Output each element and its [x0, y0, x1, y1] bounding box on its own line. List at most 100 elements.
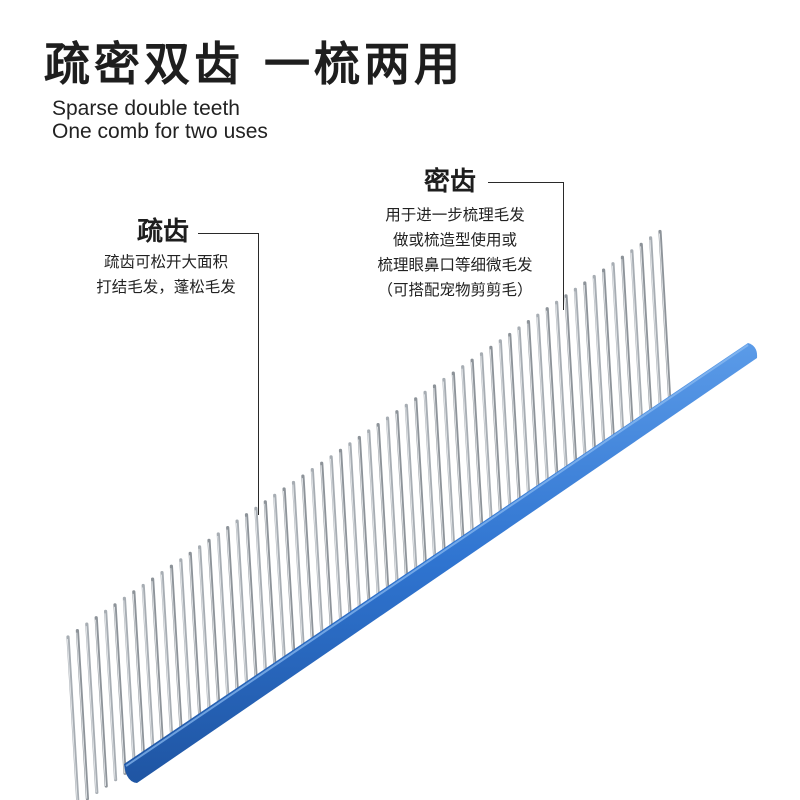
comb-tooth-highlight	[489, 349, 501, 520]
comb-spine-highlight	[125, 344, 749, 767]
comb-tooth-highlight	[292, 484, 304, 653]
comb-tooth	[254, 506, 268, 680]
comb-tooth-highlight	[564, 297, 576, 469]
comb-tooth-highlight	[424, 394, 435, 565]
comb-tooth-highlight	[179, 561, 191, 729]
comb-tooth-highlight	[442, 381, 454, 552]
comb-tooth-highlight	[574, 291, 586, 463]
comb-tooth-highlight	[132, 593, 144, 761]
comb-tooth-highlight	[66, 638, 78, 800]
comb-tooth-highlight	[555, 304, 567, 476]
comb-tooth	[122, 596, 136, 769]
comb-tooth	[179, 558, 193, 731]
comb-tooth-highlight	[508, 336, 520, 507]
comb-tooth	[273, 493, 287, 668]
comb-tooth-highlight	[527, 323, 539, 495]
comb-tooth	[395, 410, 409, 585]
comb-tooth-highlight	[245, 516, 257, 685]
comb-tooth	[545, 307, 559, 484]
comb-tooth	[376, 423, 390, 598]
comb-tooth-highlight	[339, 452, 351, 622]
comb-tooth	[169, 564, 183, 737]
comb-tooth-highlight	[189, 555, 201, 723]
comb-tooth	[244, 513, 259, 687]
comb-tooth	[432, 384, 447, 560]
comb-tooth-highlight	[480, 355, 492, 527]
comb-tooth	[451, 371, 465, 547]
comb-tooth	[414, 397, 428, 573]
dense-teeth-title: 密齿	[424, 167, 477, 197]
comb-tooth-highlight	[198, 548, 210, 717]
comb-tooth	[611, 262, 625, 439]
comb-tooth	[216, 532, 230, 706]
comb-tooth-highlight	[367, 432, 379, 603]
dense-desc-line: 梳理眼鼻口等细微毛发	[377, 256, 533, 274]
comb-tooth-highlight	[621, 259, 633, 431]
sparse-desc-line: 打结毛发，蓬松毛发	[96, 278, 236, 296]
comb-tooth-highlight	[142, 587, 154, 755]
comb-tooth	[536, 313, 550, 490]
comb-tooth-highlight	[593, 278, 605, 450]
comb-tooth	[630, 249, 644, 427]
comb-tooth-highlight	[160, 574, 172, 742]
comb-tooth	[320, 461, 334, 636]
comb-tooth-highlight	[301, 478, 313, 647]
comb-tooth	[160, 570, 174, 744]
comb-spine	[124, 343, 758, 783]
comb-tooth-highlight	[546, 310, 558, 482]
comb-tooth	[620, 255, 635, 433]
comb-tooth-highlight	[583, 284, 595, 457]
sparse-leader-vertical	[258, 233, 259, 515]
subtitle-line-2: One comb for two uses	[52, 120, 268, 143]
comb-tooth-highlight	[395, 413, 407, 584]
comb-tooth	[75, 628, 90, 800]
comb-tooth-highlight	[649, 239, 661, 412]
comb-tooth	[66, 635, 80, 800]
comb-tooth	[329, 455, 343, 630]
comb-tooth	[470, 358, 484, 534]
comb-tooth	[188, 551, 202, 725]
comb-tooth-highlight	[217, 535, 229, 704]
comb-tooth	[385, 416, 400, 592]
comb-tooth-highlight	[414, 400, 426, 571]
comb-tooth	[226, 525, 240, 699]
dense-desc-line: 做或梳造型使用或	[392, 231, 517, 249]
comb-tooth	[113, 603, 127, 775]
dense-leader-vertical	[563, 182, 564, 310]
comb-tooth	[85, 622, 99, 795]
comb-tooth	[151, 577, 165, 750]
comb-tooth-highlight	[123, 600, 135, 768]
comb-tooth	[461, 365, 475, 541]
comb-tooth	[648, 236, 663, 414]
comb-tooth-highlight	[499, 342, 511, 514]
comb-tooth-highlight	[386, 420, 398, 590]
comb-tooth-highlight	[377, 426, 388, 596]
comb-tooth	[423, 390, 437, 566]
dense-teeth-description: 用于进一步梳理毛发 做或梳造型使用或 梳理眼鼻口等细微毛发 （可搭配宠物剪剪毛）	[340, 203, 570, 303]
comb-tooth-highlight	[658, 233, 670, 406]
comb-tooth-highlight	[104, 613, 116, 780]
comb-tooth-highlight	[452, 375, 464, 546]
comb-tooth	[348, 442, 362, 617]
comb-tooth-highlight	[405, 407, 417, 577]
comb-tooth-highlight	[207, 542, 219, 710]
comb-tooth-highlight	[320, 465, 332, 634]
comb-tooth	[103, 609, 118, 782]
headline: 疏密双齿 一梳两用	[44, 37, 465, 91]
comb-tooth	[357, 435, 371, 611]
comb-teeth	[66, 229, 672, 800]
comb-tooth-highlight	[226, 529, 238, 698]
comb-tooth	[639, 242, 653, 420]
comb-tooth-highlight	[536, 317, 548, 488]
comb-tooth	[198, 545, 212, 718]
comb-tooth-highlight	[640, 246, 652, 419]
comb-tooth-highlight	[170, 568, 182, 736]
comb-tooth-highlight	[517, 329, 529, 501]
sparse-teeth-title: 疏齿	[137, 217, 190, 247]
subtitle-line-1: Sparse double teeth	[52, 97, 240, 120]
comb-tooth-highlight	[95, 619, 107, 787]
comb-tooth	[508, 332, 522, 509]
comb-tooth	[479, 352, 494, 528]
comb-tooth	[592, 274, 606, 452]
comb-tooth-highlight	[76, 632, 88, 799]
